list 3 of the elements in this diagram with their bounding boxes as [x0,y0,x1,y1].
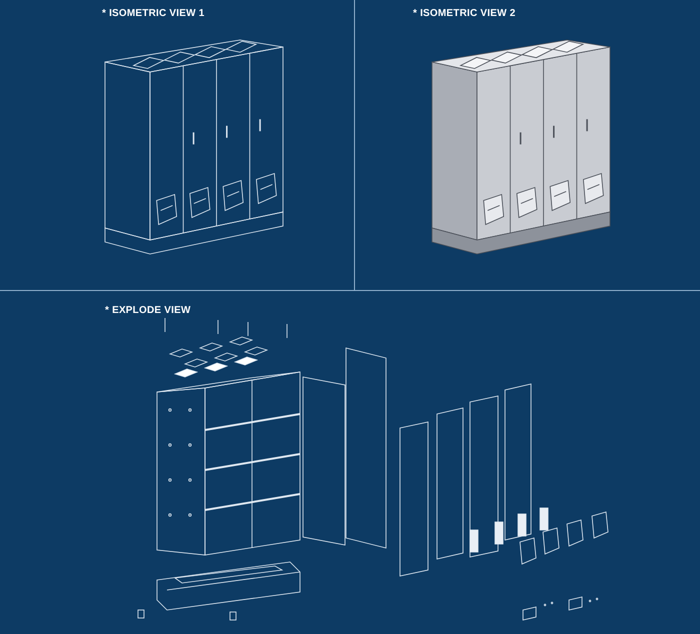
view-heading: * ISOMETRIC VIEW 1 [102,8,205,19]
view-heading: * ISOMETRIC VIEW 2 [413,8,516,19]
view-heading: * EXPLODE VIEW [105,305,191,316]
